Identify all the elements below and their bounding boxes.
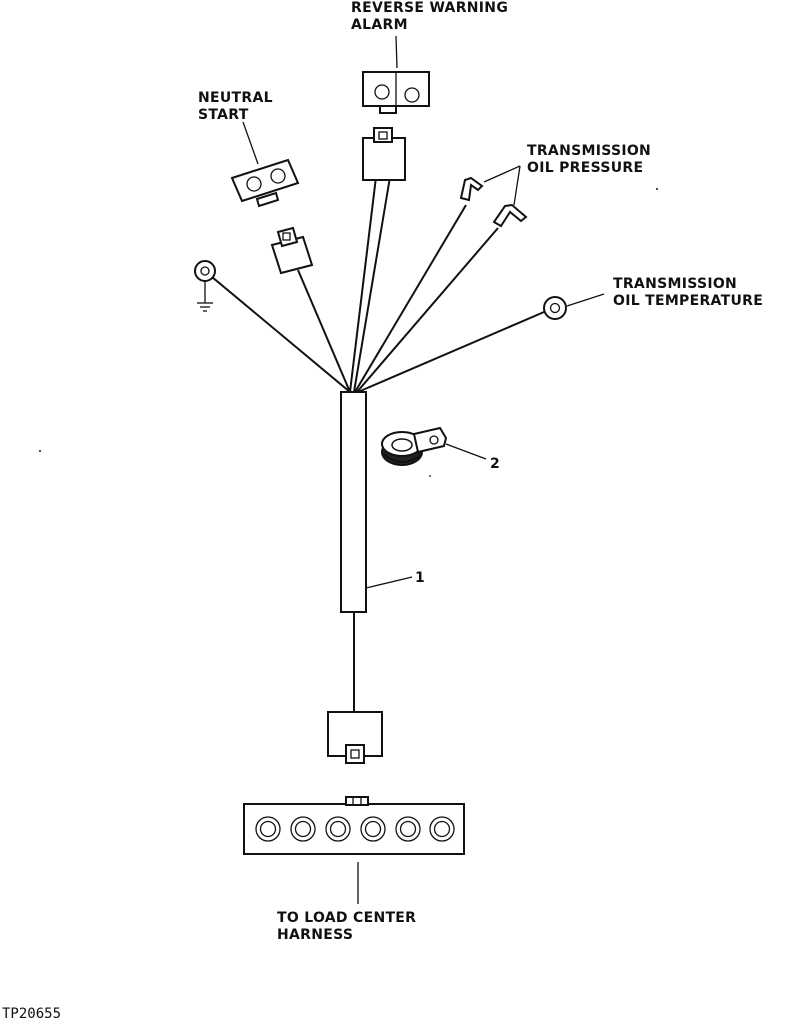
oil-pressure-terminal-b [492, 203, 528, 228]
wire-small-connector [297, 269, 351, 393]
ground-terminal [194, 260, 216, 312]
harness-end-connector [327, 711, 383, 764]
callout-1: 1 [415, 570, 425, 586]
reverse-alarm-mating-plug [362, 127, 406, 181]
label-reverse-warning-alarm: REVERSE WARNING ALARM [351, 0, 513, 33]
small-connector-latch [276, 226, 299, 248]
label-transmission-oil-pressure: TRANSMISSION OIL PRESSURE [527, 143, 656, 176]
label-neutral-start: NEUTRAL START [198, 90, 278, 123]
wire-oil-pressure-a [354, 204, 467, 393]
mating-plug-latch [373, 127, 393, 143]
mating-plug-body [362, 137, 406, 181]
harness-clamp [381, 426, 487, 477]
wire-ground [211, 276, 351, 393]
alarm-connector-latch [379, 105, 397, 114]
oil-pressure-terminals [459, 176, 528, 228]
small-connector [270, 226, 314, 275]
oil-temperature-terminal [543, 296, 567, 320]
wire-oil-pressure-b [356, 227, 499, 393]
neutral-start-latch [255, 191, 280, 208]
leader-lines [242, 35, 605, 904]
harness-sleeve-body [340, 391, 367, 613]
oil-pressure-terminal-a [459, 176, 484, 202]
main-harness-sleeve [340, 391, 413, 712]
ground-ring [194, 260, 216, 282]
load-center-connector-latch [345, 796, 369, 806]
wire-reverse-alarm-b [353, 176, 391, 393]
load-center-connector [243, 796, 465, 855]
reverse-warning-alarm-connector [362, 71, 430, 114]
figure-id: TP20655 [2, 1006, 61, 1022]
end-connector-latch [345, 744, 365, 764]
wire-reverse-alarm-a [349, 176, 377, 393]
load-center-connector-body [243, 803, 465, 855]
harness-wires [211, 176, 545, 393]
label-transmission-oil-temperature: TRANSMISSION OIL TEMPERATURE [613, 276, 763, 309]
oil-temperature-ring [543, 296, 567, 320]
neutral-start-connector [230, 158, 300, 208]
load-center-pins [255, 816, 455, 842]
callout-2: 2 [490, 456, 500, 472]
neutral-start-body [230, 158, 300, 203]
wire-oil-temperature [357, 311, 545, 393]
label-to-load-center-harness: TO LOAD CENTER HARNESS [277, 910, 421, 943]
